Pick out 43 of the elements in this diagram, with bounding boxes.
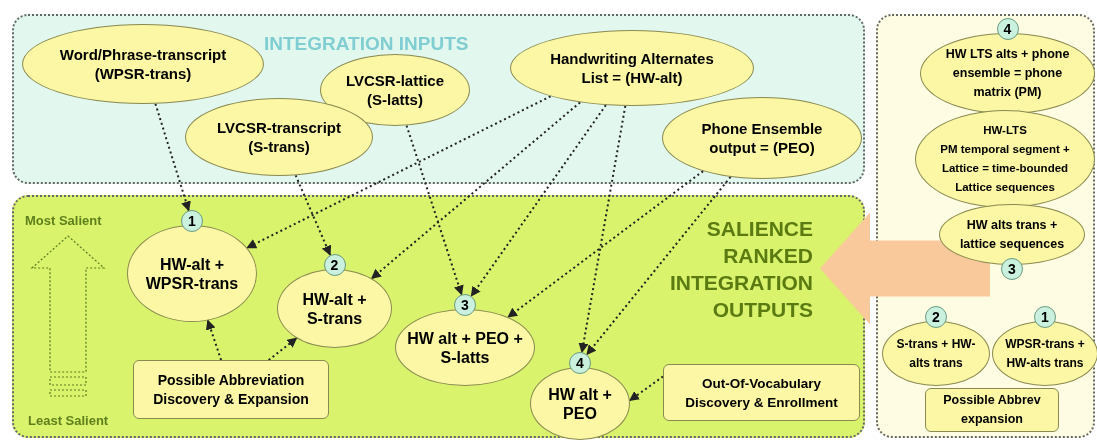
dotted-arrow (205, 319, 223, 361)
dotted-arrow (578, 104, 627, 354)
dotted-arrow (470, 104, 607, 297)
group-panel (12, 195, 865, 438)
panel-title: SALIENCE RANKED INTEGRATION OUTPUTS (668, 216, 813, 323)
salience-label: Most Salient (25, 212, 102, 230)
node-label: HW-alt + WPSR-trans (144, 254, 240, 293)
node-label: Handwriting Alternates List = (HW-alt) (549, 49, 715, 87)
node-label: HW alt + PEO + S-latts (406, 328, 524, 367)
process-box: Possible Abbreviation Discovery & Expansion (133, 360, 329, 419)
node-label: PM temporal segment + Lattice = time-bounded Lattice sequences (939, 142, 1071, 195)
process-box: Out-Of-Vocabulary Discovery & Enrollment (663, 364, 860, 421)
dotted-arrow (294, 174, 332, 256)
process-box: Possible Abbrev expansion (925, 388, 1059, 432)
dotted-arrow (405, 124, 464, 296)
node-label: S-trans + HW-alts trans (895, 335, 977, 372)
rank-badge: 3 (1001, 258, 1023, 280)
node-label: HW-LTS (983, 123, 1027, 138)
rank-badge: 2 (925, 306, 947, 328)
dotted-arrow (370, 101, 582, 280)
rank-badge: 1 (1034, 306, 1056, 328)
rank-badge: 4 (996, 18, 1019, 40)
dotted-arrow (628, 375, 664, 402)
rank-badge: 3 (454, 294, 476, 316)
node-label: WPSR-trans + HW-alts trans (1004, 335, 1086, 372)
node-label: Phone Ensemble output = (PEO) (700, 119, 824, 157)
salience-label: Least Salient (28, 412, 109, 430)
rank-badge: 1 (181, 210, 203, 232)
dotted-arrow (246, 95, 552, 249)
group-panel (12, 14, 865, 184)
rank-badge: 4 (569, 352, 591, 374)
node-label: LVCSR-lattice (S-latts) (344, 71, 446, 109)
node-label: HW alts trans + lattice sequences (958, 216, 1066, 253)
group-panel (876, 14, 1095, 438)
node-label: HW alt + PEO (547, 384, 613, 423)
node-label: HW-alt + S-trans (301, 289, 368, 328)
dotted-arrow (154, 102, 191, 212)
rank-badge: 2 (323, 254, 346, 276)
node-label: Word/Phrase-transcript (WPSR-trans) (58, 45, 228, 83)
panel-title: INTEGRATION INPUTS (264, 32, 469, 56)
node-label: HW LTS alts + phone ensemble = phone matrix (PM) (944, 46, 1071, 101)
node-label: LVCSR-transcript (S-trans) (216, 118, 342, 156)
dotted-arrow (267, 337, 298, 361)
